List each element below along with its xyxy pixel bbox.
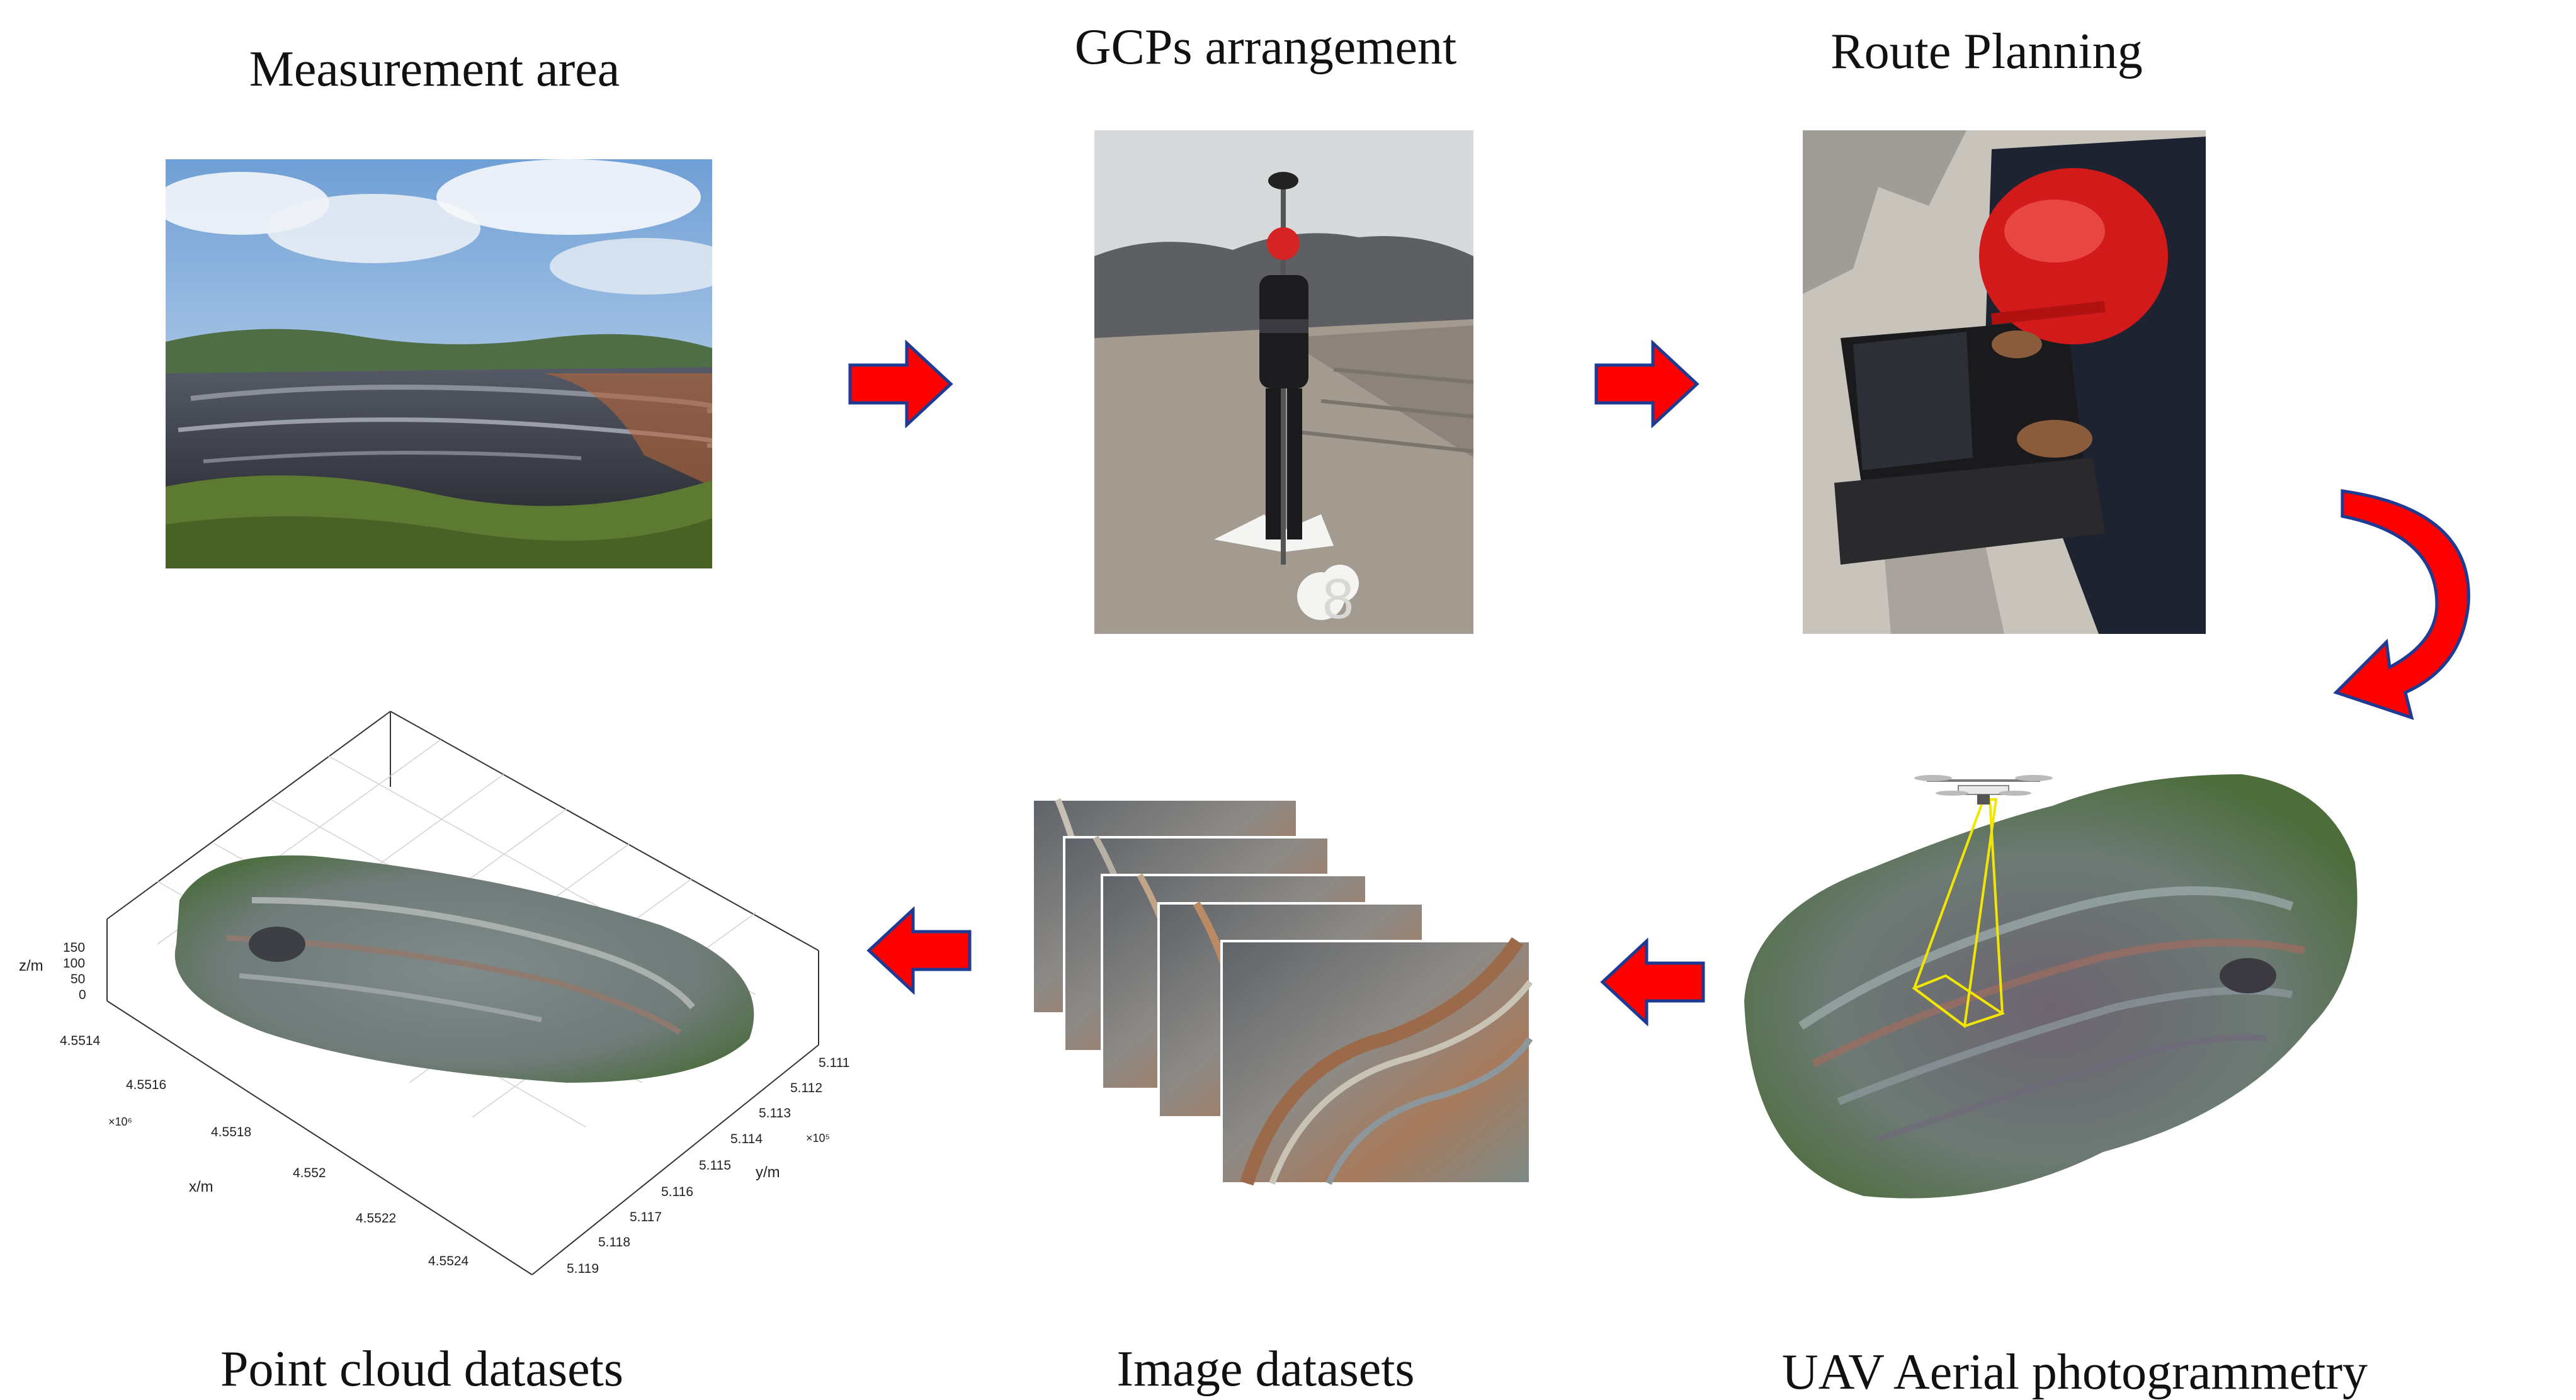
z-tick-150: 150 [63,940,85,955]
y-tick-5.111: 5.111 [819,1056,849,1070]
x-tick-4.5514: 4.5514 [60,1034,101,1048]
point-cloud-plot: z/m 150 100 50 0 4.5514 4.5516 ×10⁶ 4.55… [0,692,869,1297]
image-datasets-stack [1031,798,1533,1186]
z-axis-label: z/m [19,957,43,974]
x-tick-4.5516: 4.5516 [126,1078,166,1092]
y-tick-5.115: 5.115 [699,1158,731,1173]
caption-point-cloud-datasets: Point cloud datasets [220,1341,623,1397]
caption-gcps-arrangement: GCPs arrangement [1074,20,1457,75]
x-axis-label: x/m [189,1178,213,1195]
x-exponent: ×10⁶ [108,1115,132,1128]
x-tick-4.552: 4.552 [293,1166,326,1180]
y-tick-5.114: 5.114 [730,1132,763,1146]
caption-image-datasets: Image datasets [1116,1341,1415,1397]
caption-route-planning: Route Planning [1830,24,2143,79]
flow-arrow-4 [866,906,972,995]
caption-uav-photogrammetry: UAV Aerial photogrammetry [1781,1345,2368,1400]
flow-arrow-1 [848,340,953,428]
drone-icon [1914,775,2053,804]
flow-arrow-curved [2333,489,2470,720]
y-tick-5.118: 5.118 [598,1235,630,1250]
uav-pit-model [1725,762,2374,1215]
x-tick-4.5522: 4.5522 [356,1211,396,1226]
z-tick-50: 50 [71,972,85,986]
y-tick-5.117: 5.117 [630,1210,662,1224]
point-cloud-surface [174,855,754,1083]
flow-arrow-3 [1600,938,1705,1026]
x-tick-4.5518: 4.5518 [211,1125,251,1139]
x-tick-4.5524: 4.5524 [428,1254,469,1268]
measurement-area-photo [166,159,712,568]
gcps-arrangement-photo: 8 [1094,130,1473,634]
z-tick-100: 100 [63,956,85,971]
caption-measurement-area: Measurement area [249,42,620,97]
y-tick-5.113: 5.113 [759,1106,791,1121]
aerial-image-5 [1220,937,1533,1186]
y-tick-5.116: 5.116 [661,1185,693,1199]
z-tick-0: 0 [79,988,86,1002]
y-axis-label: y/m [756,1164,780,1181]
route-planning-photo [1803,130,2206,634]
gcp-marker-number: 8 [1322,568,1354,631]
y-tick-5.119: 5.119 [567,1262,599,1276]
y-exponent: ×10⁵ [806,1132,830,1144]
flow-arrow-2 [1594,340,1699,428]
y-tick-5.112: 5.112 [790,1081,822,1095]
